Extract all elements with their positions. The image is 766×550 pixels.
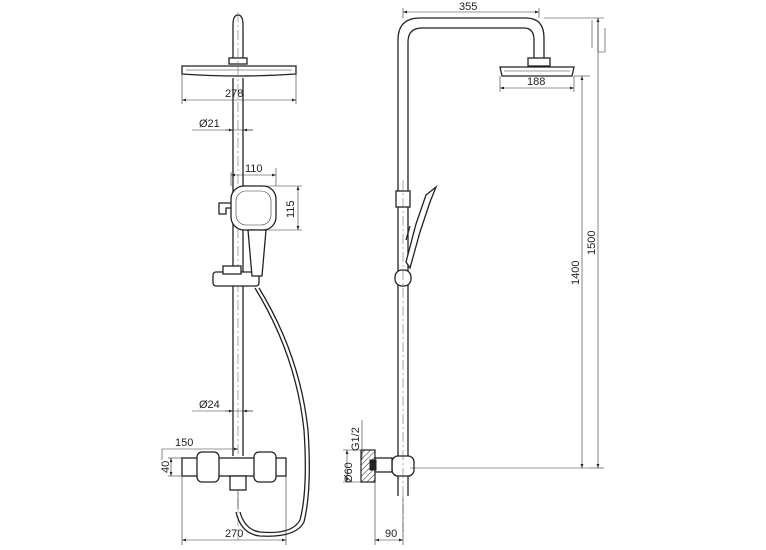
dim-valve-width: 270	[225, 528, 243, 540]
dim-wall-offset: 90	[385, 528, 397, 540]
dim-inlet-thread: G1/2	[350, 427, 362, 451]
side-shower-head	[499, 66, 575, 77]
dim-handshower-height: 115	[285, 200, 297, 218]
dim-outlet-height: 1400	[570, 261, 582, 285]
side-view: 355 188 1400 1500 Ø60 G1/2 90	[343, 1, 606, 545]
dim-pipe-diameter: Ø21	[199, 118, 220, 130]
front-shower-head	[181, 65, 297, 77]
dim-inlet-diameter: Ø60	[343, 462, 355, 483]
dim-head-diameter: 188	[527, 76, 545, 88]
side-riser-arm	[397, 17, 545, 468]
front-handshower-handle	[247, 229, 267, 277]
dim-total-height: 1500	[586, 231, 598, 255]
front-diverter-knob	[218, 202, 233, 215]
front-hose	[239, 287, 306, 534]
dim-valve-offset: 150	[175, 437, 193, 449]
dim-arm-reach: 355	[459, 1, 477, 13]
dim-valve-height: 40	[160, 461, 172, 473]
dim-head-width: 278	[225, 88, 243, 100]
dim-riser-diameter: Ø24	[199, 399, 220, 411]
dim-handshower-width: 110	[245, 163, 263, 175]
side-handshower	[405, 184, 438, 270]
front-view: 278 Ø21 110 115 Ø24 150 40 270	[160, 12, 310, 545]
front-handshower-head	[230, 185, 277, 231]
